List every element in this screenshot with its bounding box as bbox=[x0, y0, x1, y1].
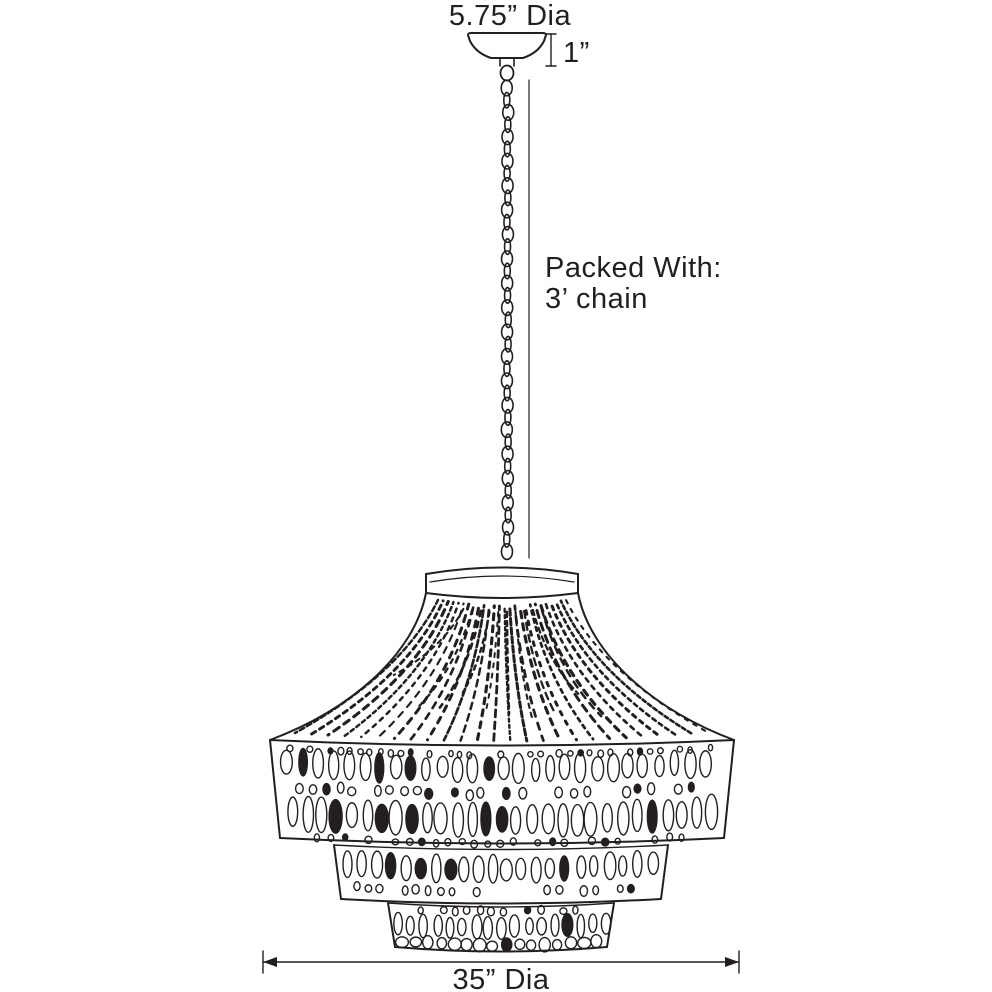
tier-2 bbox=[333, 844, 669, 905]
top-drum bbox=[425, 566, 579, 599]
tier-1 bbox=[269, 739, 735, 845]
dimension-arrow-right bbox=[725, 957, 739, 967]
flare-shade bbox=[269, 592, 735, 741]
canopy bbox=[467, 32, 547, 82]
dimension-arrow-left bbox=[263, 957, 277, 967]
labels: 5.75” Dia 1” Packed With: 3’ chain 35” D… bbox=[449, 0, 722, 992]
canopy-stem bbox=[499, 57, 515, 67]
canopy-height-dimension bbox=[545, 33, 557, 67]
canopy-diameter-label: 5.75” Dia bbox=[449, 0, 572, 32]
tier-3 bbox=[387, 902, 615, 953]
fixture-diameter-label: 35” Dia bbox=[453, 964, 550, 992]
packed-note-line2: 3’ chain bbox=[545, 283, 648, 315]
chandelier bbox=[269, 566, 735, 953]
canopy-hook-ring bbox=[499, 64, 515, 82]
tier-beads bbox=[279, 743, 719, 953]
chain bbox=[500, 79, 515, 561]
bead-strands bbox=[293, 598, 711, 743]
canopy-height-label: 1” bbox=[563, 37, 590, 69]
fixture-diameter-dimension bbox=[262, 950, 740, 974]
packed-note-line1: Packed With: bbox=[545, 252, 722, 284]
canopy-outline bbox=[467, 32, 547, 59]
